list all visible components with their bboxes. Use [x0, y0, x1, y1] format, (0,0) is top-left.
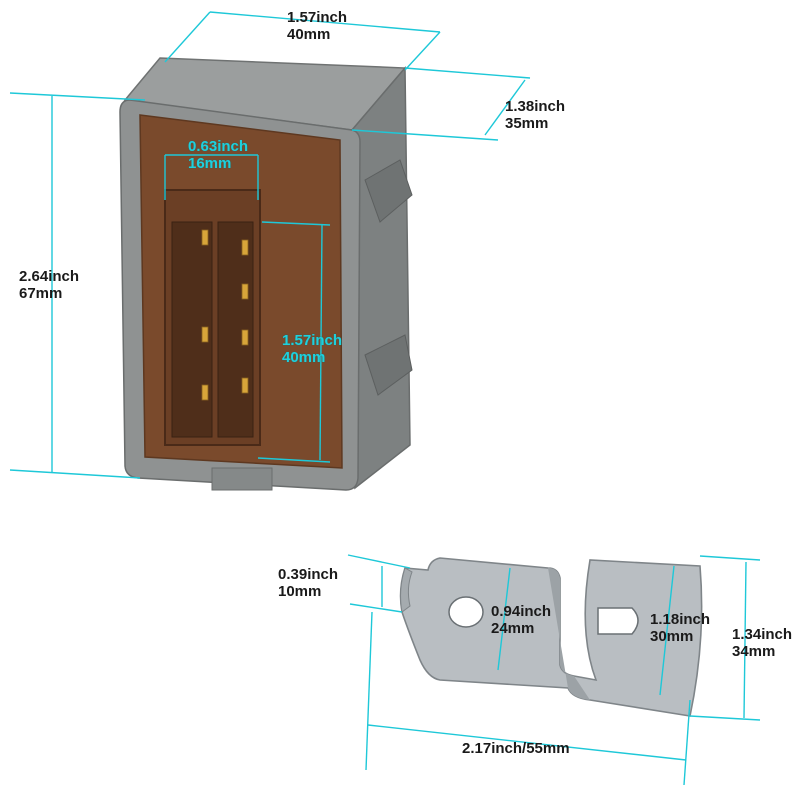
label-connector-width: 0.63inch 16mm [188, 138, 248, 172]
label-top-width-inch: 1.57inch [287, 9, 348, 26]
label-connector-height-mm: 40mm [282, 349, 326, 366]
relay-module [119, 57, 413, 491]
pin [241, 239, 249, 256]
pin [241, 377, 249, 394]
label-bracket-length: 2.17inch/55mm [462, 740, 570, 757]
label-bracket-inner-inch: 0.94inch [491, 603, 552, 620]
label-connector-height: 1.57inch 40mm [282, 332, 342, 366]
label-bracket-length-text: 2.17inch/55mm [462, 740, 570, 757]
bracket-round-hole [448, 596, 484, 628]
relay-bottom-tab [211, 467, 273, 491]
label-connector-height-inch: 1.57inch [282, 332, 343, 349]
label-bracket-total-inch: 1.34inch [732, 626, 793, 643]
relay-side-clip-bottom [364, 334, 413, 396]
bracket-dimension-lines [347, 554, 761, 786]
label-height: 2.64inch 67mm [19, 268, 79, 302]
pin [241, 283, 249, 300]
bracket-slot [597, 607, 639, 635]
relay-side-clip-top [364, 159, 413, 223]
label-connector-width-inch: 0.63inch [188, 138, 249, 155]
mounting-bracket [399, 557, 703, 717]
connector-pins [201, 229, 249, 401]
label-bracket-inner-mm: 24mm [491, 620, 535, 637]
label-bracket-total-mm: 34mm [732, 643, 776, 660]
pin [201, 384, 209, 401]
label-bracket-tab-inch: 0.39inch [278, 566, 339, 583]
label-height-mm: 67mm [19, 285, 63, 302]
pin [201, 326, 209, 343]
label-bracket-mid-mm: 30mm [650, 628, 694, 645]
label-top-width-mm: 40mm [287, 26, 331, 43]
relay-dimension-lines [9, 11, 531, 479]
label-height-inch: 2.64inch [19, 268, 80, 285]
bracket-bend [548, 568, 590, 700]
label-bracket-tab: 0.39inch 10mm [278, 566, 338, 600]
label-depth-inch: 1.38inch [505, 98, 566, 115]
label-connector-width-mm: 16mm [188, 155, 232, 172]
connector-cavity-right [217, 221, 254, 438]
label-top-width: 1.57inch 40mm [287, 9, 347, 43]
label-depth: 1.38inch 35mm [505, 98, 565, 132]
pin [201, 229, 209, 246]
pin [241, 329, 249, 346]
bracket-tab-lip [400, 567, 413, 613]
label-bracket-mid-inch: 1.18inch [650, 611, 711, 628]
label-bracket-tab-mm: 10mm [278, 583, 322, 600]
label-bracket-total: 1.34inch 34mm [732, 626, 792, 660]
label-depth-mm: 35mm [505, 115, 549, 132]
label-bracket-mid: 1.18inch 30mm [650, 611, 710, 645]
label-bracket-inner: 0.94inch 24mm [491, 603, 551, 637]
